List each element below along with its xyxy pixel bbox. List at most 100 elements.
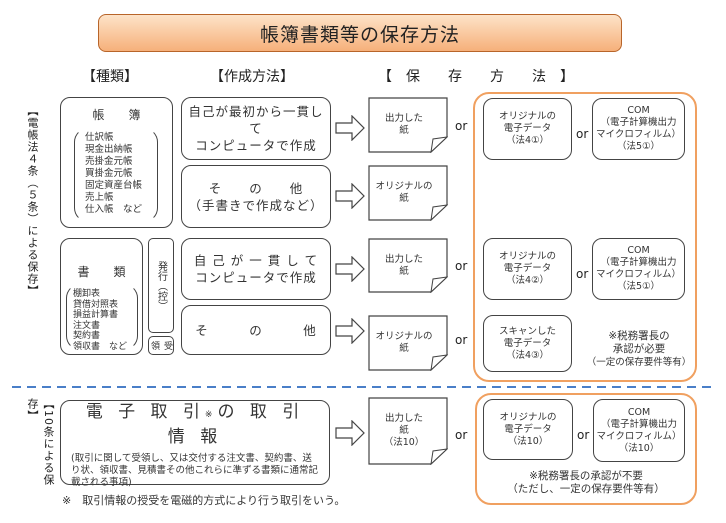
method-box-4: そ の 他 — [181, 305, 331, 355]
method-box-3: 自 己 が 一 貫 し てコンピュータで作成 — [181, 238, 331, 300]
issued-box: 発行（控） — [148, 238, 174, 333]
method-box-1: 自己が最初から一貫してコンピュータで作成 — [181, 97, 331, 160]
text: 電子データ — [503, 263, 552, 274]
method-text: 自己が最初から一貫して — [188, 104, 324, 136]
paper-document: 出力した紙（法10） — [368, 397, 448, 465]
text: 出力した — [384, 113, 423, 124]
original-edata-box: オリジナルの電子データ（法10） — [483, 399, 573, 460]
list-item: 領収書 など — [73, 341, 128, 352]
method-text: （手書きで作成など） — [188, 197, 324, 213]
text: （法10） — [383, 437, 425, 448]
text: オリジナルの — [498, 111, 556, 122]
text: 紙 — [399, 265, 409, 277]
list-item: 買掛金元帳 — [85, 168, 133, 179]
text: （法10） — [618, 442, 660, 454]
text: ※税務署長の — [608, 330, 670, 342]
com-box: COM（電子計算機出力マイクロフィルム）（法5①） — [592, 98, 685, 160]
header-method: 【作成方法】 — [210, 69, 294, 85]
text: （電子計算機出力 — [600, 257, 677, 268]
paper-document: 出力した紙 — [368, 238, 448, 293]
or-label: or — [576, 127, 589, 141]
text: （法4②） — [505, 275, 550, 286]
books-list: 仕訳帳 現金出納帳 売掛金元帳 買掛金元帳 固定資産台帳 売上帳 仕入帳 など — [85, 132, 142, 216]
list-item: 注文書 — [73, 320, 101, 331]
documents-title: 書 類 — [77, 265, 126, 279]
paper-document: 出力した紙 — [368, 97, 448, 153]
etrade-storage-group — [475, 393, 697, 505]
etrade-title: 電 子 取 引 — [85, 401, 205, 422]
books-box: 帳 簿 — [60, 97, 173, 228]
text: （法5①） — [616, 141, 661, 152]
method-text: コンピュータで作成 — [195, 270, 317, 285]
method-text: そ の 他 — [195, 322, 317, 338]
com-box: COM（電子計算機出力マイクロフィルム）（法5①） — [592, 238, 685, 300]
paper-document: オリジナルの紙 — [368, 165, 448, 221]
text: 承認が必要 — [612, 343, 666, 355]
method-text: そ の 他 — [208, 180, 304, 196]
etrade-mark: ※ — [204, 409, 218, 420]
text: （法4①） — [505, 135, 550, 146]
list-item: 現金出納帳 — [85, 144, 133, 155]
text: （ただし、一定の保存要件等有） — [507, 483, 665, 495]
documents-bracket — [66, 284, 138, 350]
list-item: 棚卸表 — [73, 289, 101, 299]
text: オリジナルの — [499, 411, 557, 423]
original-edata-box: オリジナルの電子データ（法4②） — [483, 238, 572, 300]
footnote: ※ 取引情報の授受を電磁的方式により行う取引をいう。 — [62, 494, 346, 507]
or-label: or — [455, 259, 468, 273]
list-item: 売上帳 — [85, 192, 114, 203]
original-edata-box: オリジナルの電子データ（法4①） — [483, 98, 572, 160]
right-arrow-icon — [335, 317, 365, 345]
right-arrow-icon — [335, 182, 365, 210]
list-item: 損益計算書 — [73, 310, 119, 320]
text: ※税務署長の承認が不要 — [529, 470, 643, 482]
list-item: 売掛金元帳 — [85, 156, 133, 167]
etrade-box: 電 子 取 引※の 取 引 情 報 (取引に関して受領し、又は交付する注文書、契… — [60, 400, 330, 488]
electronic-storage-group — [473, 92, 697, 382]
or-label: or — [576, 267, 589, 281]
text: COM — [627, 105, 650, 116]
books-bracket — [74, 128, 158, 222]
books-title: 帳 簿 — [92, 108, 141, 122]
or-label: or — [455, 119, 468, 133]
section-divider — [12, 386, 712, 388]
method-box-2: そ の 他（手書きで作成など） — [181, 165, 331, 228]
list-item: 契約書 — [73, 331, 101, 341]
text: （電子計算機出力 — [600, 418, 677, 430]
text: マイクロフィルム） — [596, 129, 681, 140]
or-label: or — [455, 428, 468, 442]
text: 電子データ — [503, 337, 552, 349]
right-arrow-icon — [335, 419, 365, 447]
method-text: コンピュータで作成 — [195, 138, 317, 153]
or-label: or — [455, 333, 468, 347]
text: 紙 — [399, 343, 409, 354]
text: 電子データ — [503, 123, 552, 134]
com-box: COM（電子計算機出力マイクロフィルム）（法10） — [593, 399, 685, 462]
method-text: 自 己 が 一 貫 し て — [193, 253, 319, 268]
text: 電子データ — [504, 423, 552, 435]
etrade-description: (取引に関して受領し、又は交付する注文書、契約書、送り状、領収書、見積書その他こ… — [71, 452, 319, 488]
text: （電子計算機出力 — [600, 117, 677, 128]
header-storage: 【 保 存 方 法 】 — [378, 69, 574, 85]
received-box: 受領 — [148, 336, 174, 355]
received-label: 受領 — [149, 341, 172, 350]
text: （法4③） — [505, 349, 550, 361]
text: マイクロフィルム） — [596, 269, 681, 280]
list-item: 仕訳帳 — [85, 132, 114, 143]
text: オリジナルの — [375, 181, 433, 192]
etrade-title2: の 取 引 情 報 — [167, 401, 305, 447]
text: オリジナルの — [375, 331, 433, 342]
text: （法10） — [507, 435, 549, 447]
text: 紙 — [399, 193, 409, 204]
text: 出力した — [384, 413, 423, 424]
text: COM — [627, 406, 651, 418]
approval-required-note: ※税務署長の承認が必要（一定の保存要件等有） — [578, 330, 700, 369]
text: スキャンした — [498, 325, 556, 337]
text: マイクロフィルム） — [596, 430, 682, 442]
issued-label: 発行（控） — [155, 260, 167, 311]
page-title: 帳簿書類等の保存方法 — [98, 14, 622, 52]
right-arrow-icon — [335, 114, 365, 142]
or-label: or — [577, 428, 590, 442]
text: 出力した — [384, 253, 423, 265]
list-item: 貸借対照表 — [73, 299, 119, 310]
